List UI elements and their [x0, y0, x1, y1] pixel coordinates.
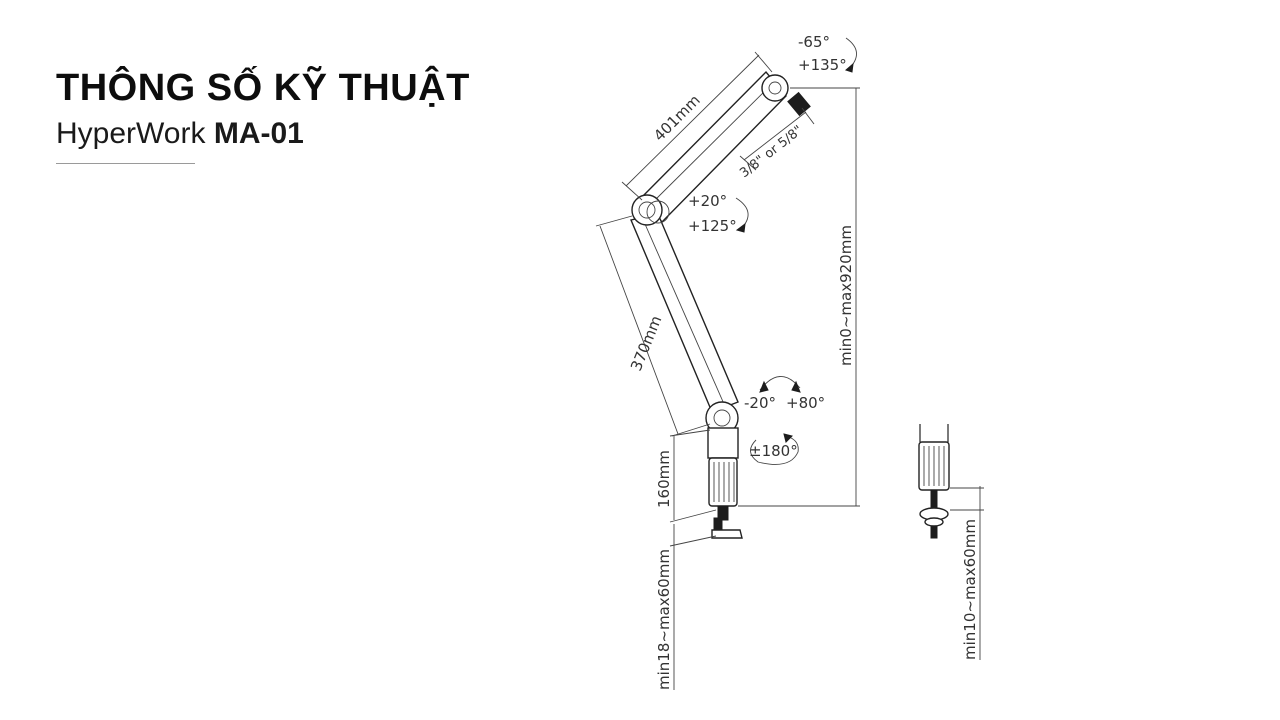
- angle-base-b: +80°: [786, 394, 825, 412]
- dim-reach: min0~max920mm: [738, 87, 860, 507]
- base-joint: [705, 401, 739, 459]
- grommet-mount: [918, 424, 950, 539]
- dim-base-height: 160mm: [655, 429, 717, 523]
- rotation-base: -20° +80°: [744, 376, 825, 412]
- brand-name: HyperWork: [56, 117, 206, 150]
- rotation-swivel: ±180°: [749, 433, 799, 465]
- title-divider: [56, 163, 195, 164]
- angle-swivel: ±180°: [749, 442, 798, 460]
- dim-clamp-range: min18~max60mm: [655, 524, 717, 690]
- rotation-elbow: +20° +125°: [688, 192, 749, 235]
- dim-clamp-range-label: min18~max60mm: [655, 549, 673, 690]
- lower-arm: [630, 213, 739, 413]
- product-subtitle: HyperWork MA-01: [56, 116, 470, 152]
- title-block: THÔNG SỐ KỸ THUẬT HyperWork MA-01: [56, 64, 470, 152]
- page-title: THÔNG SỐ KỸ THUẬT: [56, 67, 470, 109]
- desk-clamp: [711, 505, 743, 539]
- dim-lower-arm-label: 370mm: [627, 313, 665, 373]
- tip-joint: [761, 74, 811, 117]
- angle-tip-b: +135°: [798, 56, 847, 74]
- dim-base-height-label: 160mm: [655, 450, 673, 508]
- angle-tip-a: -65°: [798, 33, 830, 51]
- dim-upper-arm-label: 401mm: [650, 91, 704, 145]
- rotation-tip: -65° +135°: [798, 33, 857, 74]
- base-pole: [708, 457, 738, 507]
- dim-grommet-range: min10~max60mm: [950, 486, 984, 660]
- angle-elbow-a: +20°: [688, 192, 727, 210]
- dim-reach-label: min0~max920mm: [837, 225, 855, 366]
- elbow-joint: [631, 194, 670, 226]
- angle-base-a: -20°: [744, 394, 776, 412]
- dim-grommet-range-label: min10~max60mm: [961, 519, 979, 660]
- angle-elbow-b: +125°: [688, 217, 737, 235]
- model-name: MA-01: [213, 117, 304, 150]
